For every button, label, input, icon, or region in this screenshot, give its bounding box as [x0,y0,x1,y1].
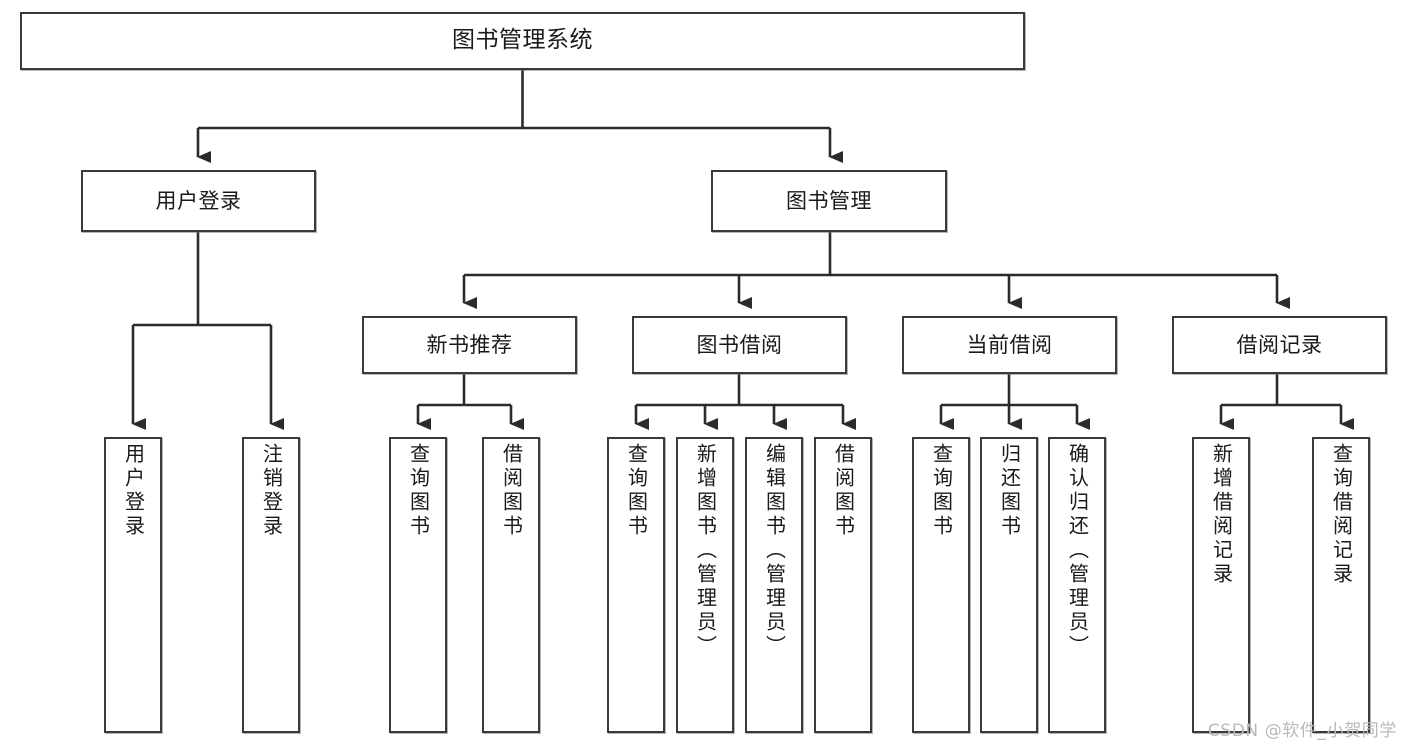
node-label: 新增图书（管理员） [693,443,718,659]
node-new-book-recommend[interactable]: 新书推荐 [362,316,577,374]
node-label: 用户登录 [155,188,242,213]
node-label: 确认归还（管理员） [1065,443,1090,659]
node-label: 图书借阅 [696,332,783,357]
node-label: 借阅记录 [1236,332,1323,357]
node-borrow-record[interactable]: 借阅记录 [1172,316,1387,374]
node-label: 图书管理 [786,188,872,213]
node-label: 归还图书 [997,443,1022,539]
leaf-logout[interactable]: 注销登录 [242,437,300,733]
leaf-borrow-book[interactable]: 借阅图书 [814,437,872,733]
node-book-management[interactable]: 图书管理 [711,170,947,232]
leaf-return-book[interactable]: 归还图书 [980,437,1038,733]
node-label: 当前借阅 [966,332,1053,357]
node-label: 图书管理系统 [452,27,593,54]
leaf-add-book-admin[interactable]: 新增图书（管理员） [676,437,734,733]
node-label: 借阅图书 [831,443,856,539]
leaf-query-book-current[interactable]: 查询图书 [912,437,970,733]
leaf-borrow-book-recommend[interactable]: 借阅图书 [482,437,540,733]
node-label: 新增借阅记录 [1209,443,1234,587]
leaf-confirm-return-admin[interactable]: 确认归还（管理员） [1048,437,1106,733]
node-label: 注销登录 [259,443,284,539]
leaf-edit-book-admin[interactable]: 编辑图书（管理员） [745,437,803,733]
leaf-query-book-borrow[interactable]: 查询图书 [607,437,665,733]
leaf-add-borrow-record[interactable]: 新增借阅记录 [1192,437,1250,733]
node-label: 查询图书 [406,443,431,539]
leaf-user-login[interactable]: 用户登录 [104,437,162,733]
leaf-query-book-recommend[interactable]: 查询图书 [389,437,447,733]
node-label: 借阅图书 [499,443,524,539]
watermark-text: CSDN @软件_小贺同学 [1207,721,1397,741]
node-user-login[interactable]: 用户登录 [81,170,316,232]
node-label: 查询图书 [929,443,954,539]
node-root-system[interactable]: 图书管理系统 [20,12,1025,70]
leaf-query-borrow-record[interactable]: 查询借阅记录 [1312,437,1370,733]
node-label: 用户登录 [121,443,146,539]
node-label: 查询借阅记录 [1329,443,1354,587]
node-label: 查询图书 [624,443,649,539]
node-book-borrow[interactable]: 图书借阅 [632,316,847,374]
node-label: 编辑图书（管理员） [762,443,787,659]
node-current-borrow[interactable]: 当前借阅 [902,316,1117,374]
node-label: 新书推荐 [426,332,513,357]
